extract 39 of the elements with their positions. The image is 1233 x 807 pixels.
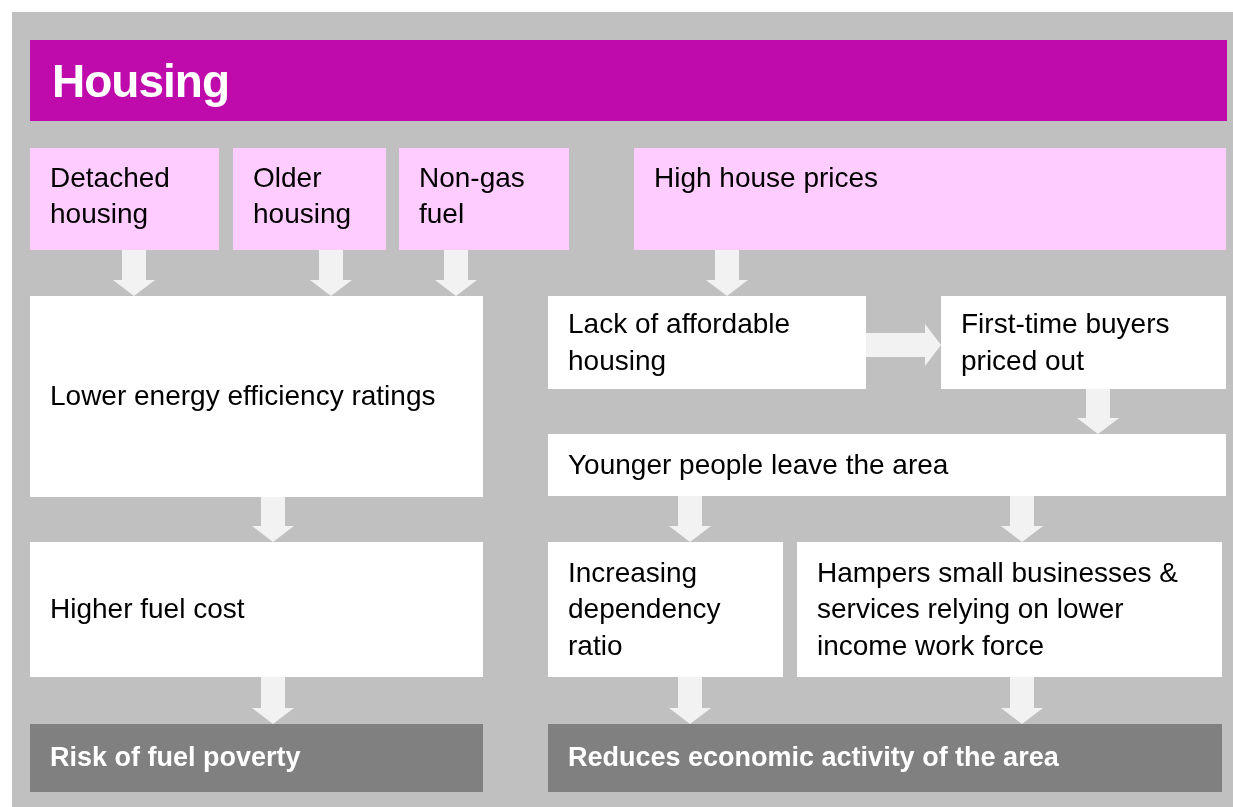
process-box	[634, 148, 1226, 250]
process-box	[233, 148, 386, 250]
box-text: Detached housing	[50, 161, 171, 232]
process-box	[30, 724, 483, 792]
box-text: Higher fuel cost	[50, 592, 245, 627]
block-arrow	[1077, 389, 1119, 434]
block-arrow	[252, 677, 294, 724]
block-arrow	[113, 250, 155, 296]
box-text: High house prices	[654, 161, 879, 195]
process-box	[548, 542, 783, 677]
box-text: Increasing dependency ratio	[568, 555, 722, 663]
block-arrow	[669, 677, 711, 724]
block-arrow	[706, 250, 748, 296]
box-text: Non-gas fuel	[419, 161, 526, 232]
process-box	[941, 296, 1226, 389]
box-text: Lack of affordable housing	[568, 307, 792, 378]
process-box	[797, 542, 1222, 677]
block-arrow	[1001, 496, 1043, 542]
block-arrow	[435, 250, 477, 296]
process-box	[30, 296, 483, 497]
process-box	[548, 724, 1222, 792]
box-text: First-time buyers priced out	[961, 307, 1171, 378]
block-arrow	[252, 497, 294, 542]
process-box	[30, 148, 219, 250]
process-box	[548, 434, 1226, 496]
block-arrow	[669, 496, 711, 542]
box-text: Hampers small businesses & services relying on lower income work force	[817, 555, 1180, 663]
title: Housing	[52, 53, 229, 108]
box-text: Lower energy efficiency ratings	[50, 379, 436, 414]
process-box	[548, 296, 866, 389]
box-text: Risk of fuel poverty	[50, 741, 301, 775]
process-box	[399, 148, 569, 250]
block-arrow	[310, 250, 352, 296]
block-arrow	[866, 324, 941, 366]
box-text: Reduces economic activity of the area	[568, 741, 1059, 775]
box-text: Younger people leave the area	[568, 447, 949, 482]
box-text: Older housing	[253, 161, 353, 232]
process-box	[30, 542, 483, 677]
block-arrow	[1001, 677, 1043, 724]
